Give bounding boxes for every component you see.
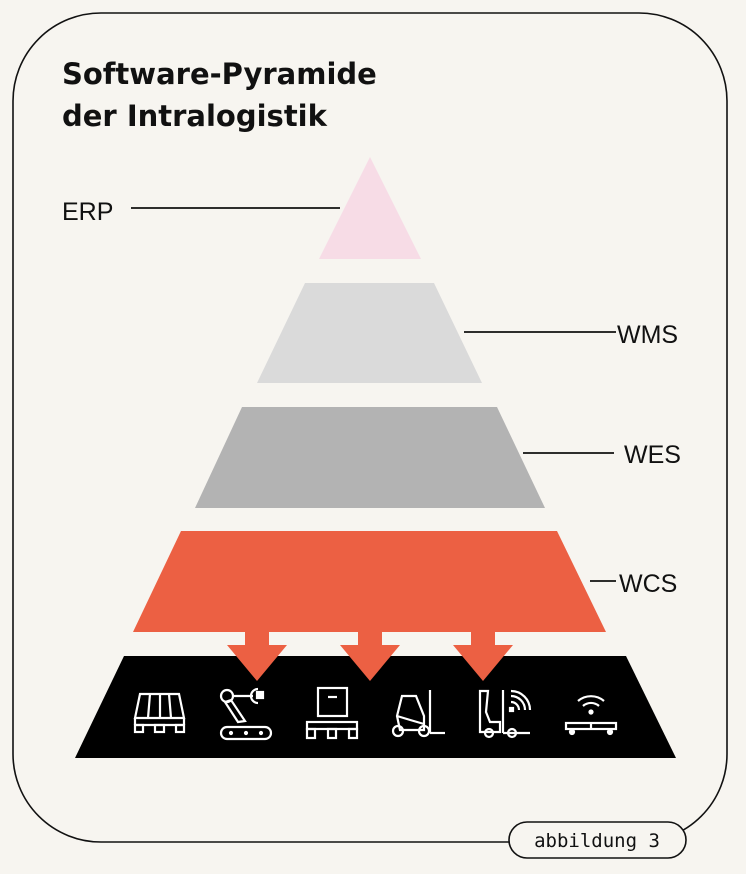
wifi-agv-icon (564, 695, 618, 736)
box-on-pallet-icon (305, 686, 359, 740)
label-wms: WMS (617, 321, 678, 349)
caption: abbildung 3 (534, 830, 660, 852)
arrow-down-icon (227, 630, 287, 681)
arrow-down-icon (340, 630, 400, 681)
title-line-1: Software-Pyramide (62, 57, 377, 91)
robot-arm-conveyor-icon (219, 687, 273, 741)
layer-wes (195, 407, 545, 508)
layer-wcs (133, 531, 606, 632)
layer-erp (319, 157, 421, 259)
connected-forklift-icon (478, 689, 532, 739)
title-line-2: der Intralogistik (62, 99, 328, 133)
arrow-down-icon (453, 630, 513, 681)
caption-pill (508, 821, 687, 859)
label-wes: WES (624, 441, 681, 469)
pallet-rack-icon (133, 692, 186, 734)
arrows (227, 630, 513, 681)
layer-wms (257, 283, 482, 383)
label-erp: ERP (62, 198, 113, 226)
label-wcs: WCS (619, 570, 677, 598)
forklift-icon (391, 690, 445, 738)
leader-lines (131, 207, 616, 582)
